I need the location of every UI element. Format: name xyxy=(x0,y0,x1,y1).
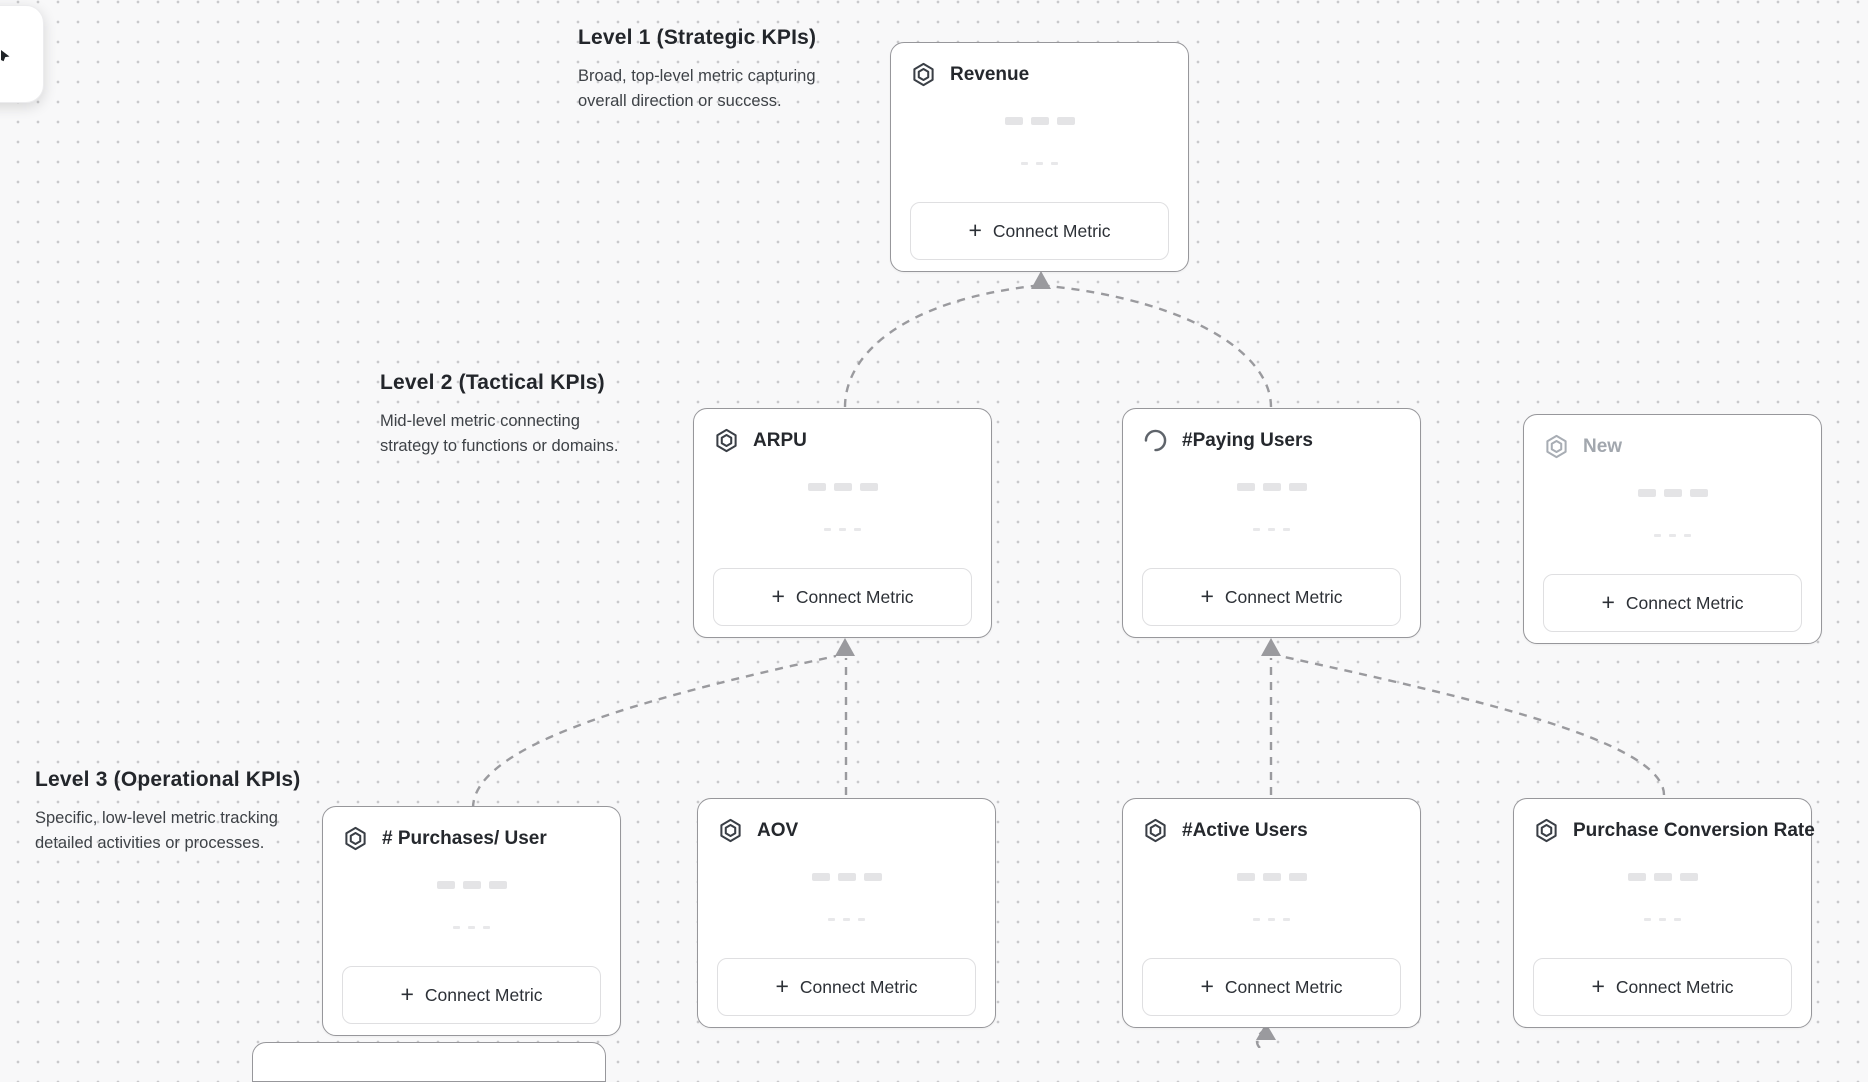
connect-metric-button[interactable]: + Connect Metric xyxy=(1142,958,1401,1016)
connect-metric-label: Connect Metric xyxy=(1615,976,1734,997)
metric-preview-placeholder xyxy=(323,881,620,889)
metric-value-placeholder xyxy=(1524,534,1821,537)
level-3-label: Level 3 (Operational KPIs) Specific, low… xyxy=(35,768,300,856)
metric-card-active-users[interactable]: #Active Users + Connect Metric xyxy=(1122,798,1421,1028)
plus-icon: + xyxy=(775,972,789,999)
metric-hexagon-icon xyxy=(1543,433,1570,460)
plus-icon: + xyxy=(1200,972,1214,999)
metric-card-revenue[interactable]: Revenue + Connect Metric xyxy=(890,42,1189,272)
edge-pcr-to-payingusers xyxy=(1279,654,1666,796)
metric-card-partial[interactable] xyxy=(252,1042,606,1082)
metric-value-placeholder xyxy=(891,162,1188,165)
metric-card-title: #Active Users xyxy=(1182,819,1308,841)
edge-purchases-to-arpu xyxy=(471,654,837,809)
canvas-tool-button[interactable] xyxy=(0,5,44,103)
plus-icon: + xyxy=(1200,582,1214,609)
connect-metric-label: Connect Metric xyxy=(795,586,914,607)
metric-preview-placeholder xyxy=(694,483,991,491)
metric-card-title: Revenue xyxy=(950,63,1030,85)
plus-icon: + xyxy=(968,216,982,243)
metric-card-title: #Paying Users xyxy=(1182,429,1313,451)
metric-value-placeholder xyxy=(694,528,991,531)
metric-preview-placeholder xyxy=(1514,873,1811,881)
metric-card-title: New xyxy=(1583,435,1623,457)
plus-icon: + xyxy=(400,980,414,1007)
connect-metric-label: Connect Metric xyxy=(1224,586,1343,607)
metric-hexagon-icon xyxy=(1142,817,1169,844)
level-2-title: Level 2 (Tactical KPIs) xyxy=(380,371,605,394)
edge-arpu-to-revenue xyxy=(843,284,1035,408)
metric-value-placeholder xyxy=(698,918,995,921)
metric-card-purchases-per-user[interactable]: # Purchases/ User + Connect Metric xyxy=(322,806,621,1036)
connect-metric-label: Connect Metric xyxy=(799,976,918,997)
level-3-title: Level 3 (Operational KPIs) xyxy=(35,768,301,791)
metric-card-title: # Purchases/ User xyxy=(382,827,547,849)
level-2-label: Level 2 (Tactical KPIs) Mid-level metric… xyxy=(380,371,638,459)
metric-hexagon-icon xyxy=(342,825,369,852)
metric-preview-placeholder xyxy=(698,873,995,881)
level-2-description: Mid-level metric connecting strategy to … xyxy=(380,412,619,455)
connect-metric-button[interactable]: + Connect Metric xyxy=(1142,568,1401,626)
metric-hexagon-icon xyxy=(717,817,744,844)
metric-hexagon-icon xyxy=(713,427,740,454)
plus-icon: + xyxy=(771,582,785,609)
metric-preview-placeholder xyxy=(891,117,1188,125)
connect-metric-label: Connect Metric xyxy=(424,984,543,1005)
metric-card-aov[interactable]: AOV + Connect Metric xyxy=(697,798,996,1028)
metric-card-paying-users[interactable]: #Paying Users + Connect Metric xyxy=(1122,408,1421,638)
connect-metric-label: Connect Metric xyxy=(1224,976,1343,997)
metric-card-purchase-conversion-rate[interactable]: Purchase Conversion Rate + Connect Metri… xyxy=(1513,798,1815,1028)
connect-metric-button[interactable]: + Connect Metric xyxy=(713,568,972,626)
metric-card-title: AOV xyxy=(757,819,799,841)
connect-metric-button[interactable]: + Connect Metric xyxy=(1543,574,1802,632)
metric-card-title: Purchase Conversion Rate xyxy=(1573,819,1815,841)
metric-preview-placeholder xyxy=(1123,873,1420,881)
level-1-label: Level 1 (Strategic KPIs) Broad, top-leve… xyxy=(578,26,836,114)
metric-hexagon-icon xyxy=(1533,817,1560,844)
connect-metric-label: Connect Metric xyxy=(992,220,1111,241)
plus-icon: + xyxy=(1601,588,1615,615)
level-1-title: Level 1 (Strategic KPIs) xyxy=(578,26,817,49)
connect-metric-button[interactable]: + Connect Metric xyxy=(717,958,976,1016)
metric-preview-placeholder xyxy=(1123,483,1420,491)
plus-icon: + xyxy=(1591,972,1605,999)
connect-metric-button[interactable]: + Connect Metric xyxy=(342,966,601,1024)
loading-spinner-icon xyxy=(1142,427,1169,454)
level-1-description: Broad, top-level metric capturing overal… xyxy=(578,67,816,110)
connect-metric-label: Connect Metric xyxy=(1625,592,1744,613)
arrowhead-revenue xyxy=(1031,271,1051,289)
metric-hexagon-icon xyxy=(910,61,937,88)
arrowhead-payingusers xyxy=(1261,638,1281,656)
metric-card-new[interactable]: New + Connect Metric xyxy=(1523,414,1822,644)
metric-value-placeholder xyxy=(1514,918,1811,921)
metric-card-title: ARPU xyxy=(753,429,807,451)
metric-value-placeholder xyxy=(323,926,620,929)
arrowhead-arpu xyxy=(835,638,855,656)
metric-value-placeholder xyxy=(1123,528,1420,531)
connect-metric-button[interactable]: + Connect Metric xyxy=(910,202,1169,260)
level-3-description: Specific, low-level metric tracking deta… xyxy=(35,809,278,852)
edge-offscreen-to-activeusers xyxy=(1255,1030,1264,1048)
metric-value-placeholder xyxy=(1123,918,1420,921)
metric-preview-placeholder xyxy=(1524,489,1821,497)
connect-metric-button[interactable]: + Connect Metric xyxy=(1533,958,1792,1016)
edge-payingusers-to-revenue xyxy=(1047,284,1273,408)
metric-card-arpu[interactable]: ARPU + Connect Metric xyxy=(693,408,992,638)
